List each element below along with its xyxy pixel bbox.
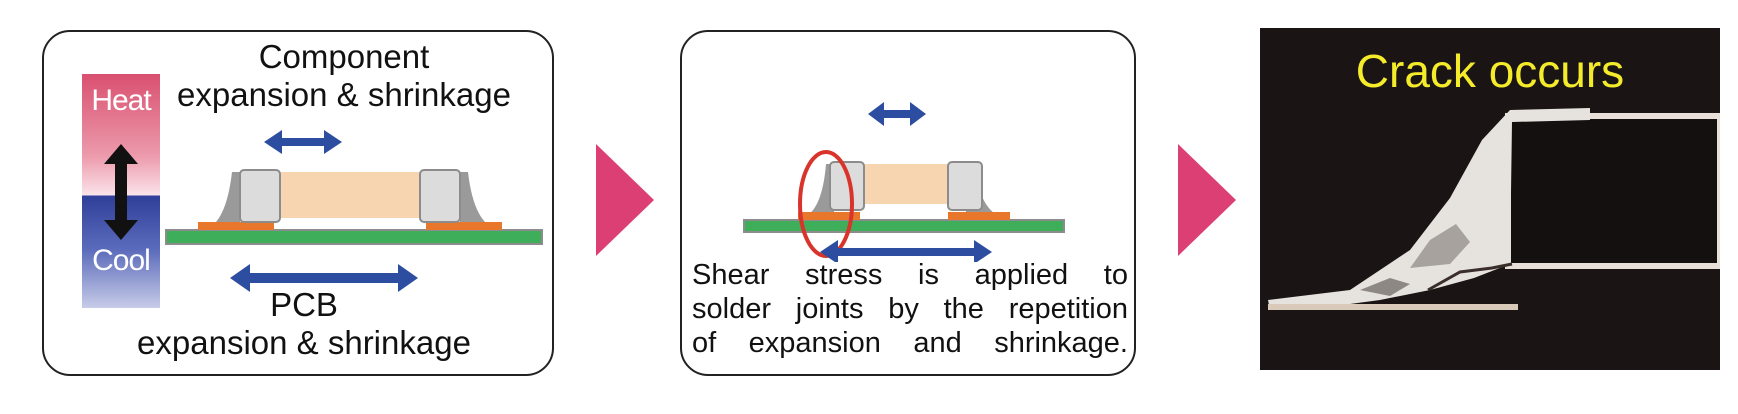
chevron-right-icon [596,144,654,256]
cross-section-illustration [1260,28,1720,370]
crack-cross-section-photo: Crack occurs [1260,28,1720,370]
heat-cool-gradient: Heat Cool [82,74,160,308]
pcb-pad-cross-section [1268,304,1518,310]
pcb-board [743,219,1065,233]
pcb-double-arrow-icon [230,264,418,292]
vertical-double-arrow-icon [104,144,138,240]
pcb-board [165,229,543,245]
terminal-left [239,169,281,223]
component-caption-line1: Component [258,38,430,75]
solder-fillet-left [204,172,240,230]
component-caption-line2: expansion & shrinkage [177,76,511,113]
pcb-caption-line1: PCB [270,286,338,323]
component-double-arrow-icon [868,102,926,126]
pad-right [426,222,502,230]
heat-label: Heat [91,84,151,117]
pad-left [798,212,860,220]
thermal-cycle-panel: Heat Cool Component expansion & shrinkag… [42,30,554,376]
solder-fillet-cross-section [1268,108,1590,310]
pad-right [948,212,1010,220]
shear-stress-text: Shear stress is applied to solder joints… [692,258,1128,360]
pad-left [198,222,274,230]
component-cross-section [1505,113,1720,269]
terminal-right [947,161,983,211]
chevron-right-icon [1178,144,1236,256]
terminal-right [419,169,461,223]
shear-text-line2: solder joints by the repetition [692,293,1128,325]
pcb-caption: PCB expansion & shrinkage [104,286,504,362]
crack-title: Crack occurs [1355,45,1625,97]
component-double-arrow-icon [264,130,342,154]
component-body [846,164,966,204]
solder-fillet-right [460,172,498,230]
shear-stress-panel: Shear stress is applied to solder joints… [680,30,1136,376]
shear-text-line1: Shear stress is applied to [692,259,1128,291]
crack-line [1427,262,1513,292]
shear-stress-diagram [743,102,1065,262]
component-body [268,172,432,218]
shear-text-line3: of expansion and shrinkage. [692,327,1128,359]
solder-fillet-left [802,164,834,218]
terminal-left [829,161,865,211]
pcb-double-arrow-icon [820,240,992,262]
component-pcb-diagram [165,130,543,292]
pcb-caption-line2: expansion & shrinkage [137,324,471,361]
cool-label: Cool [92,244,151,277]
component-caption: Component expansion & shrinkage [154,38,534,114]
